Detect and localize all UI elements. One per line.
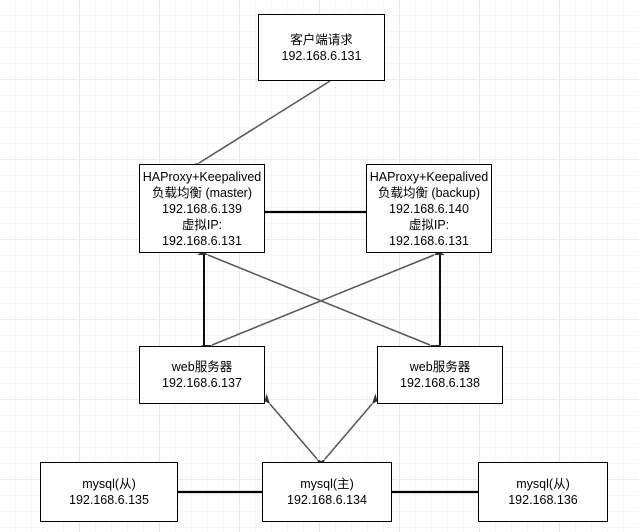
web-server-138[interactable]: web服务器 192.168.6.138: [377, 346, 503, 404]
lb-backup-line-4: 虚拟IP:: [408, 217, 450, 232]
client-request[interactable]: 客户端请求 192.168.6.131: [258, 14, 385, 81]
mysql-slave-135[interactable]: mysql(从) 192.168.6.135: [40, 462, 178, 522]
lb-master-line-4: 虚拟IP:: [181, 217, 223, 232]
web-right-line-2: 192.168.6.138: [400, 376, 480, 390]
lb-master-line-3: 192.168.6.139: [162, 201, 242, 216]
lb-backup-line-5: 192.168.6.131: [389, 233, 469, 248]
link-web-right-to-mysql-master: [315, 393, 382, 470]
lb-backup-line-2: 负载均衡 (backup): [377, 185, 481, 200]
lb-backup-line-3: 192.168.6.140: [389, 201, 469, 216]
mysql-slave-left-line-2: 192.168.6.135: [69, 493, 149, 507]
mysql-slave-right-line-1: mysql(从): [516, 477, 570, 491]
mysql-master-line-2: 192.168.6.134: [287, 493, 367, 507]
link-master-to-web-right: [196, 247, 442, 353]
lb-backup-line-1: HAProxy+Keepalived: [369, 169, 489, 184]
haproxy-keepalived-backup[interactable]: HAProxy+Keepalived 负载均衡 (backup) 192.168…: [366, 164, 492, 253]
web-left-line-2: 192.168.6.137: [162, 376, 242, 390]
client-request-line-2: 192.168.6.131: [281, 48, 362, 63]
link-web-left-to-mysql-master: [260, 393, 327, 470]
link-master-to-client: [188, 72, 341, 172]
mysql-master-line-1: mysql(主): [300, 477, 354, 491]
haproxy-keepalived-master[interactable]: HAProxy+Keepalived 负载均衡 (master) 192.168…: [139, 164, 265, 253]
lb-master-line-1: HAProxy+Keepalived: [142, 169, 262, 184]
mysql-slave-right-line-2: 192.168.136: [508, 493, 578, 507]
lb-master-line-2: 负载均衡 (master): [151, 185, 252, 200]
web-right-line-1: web服务器: [409, 360, 471, 374]
client-request-line-1: 客户端请求: [290, 32, 353, 47]
mysql-slave-left-line-1: mysql(从): [82, 477, 136, 491]
web-left-line-1: web服务器: [171, 360, 233, 374]
lb-master-line-5: 192.168.6.131: [162, 233, 242, 248]
mysql-slave-136[interactable]: mysql(从) 192.168.136: [478, 462, 608, 522]
mysql-master-134[interactable]: mysql(主) 192.168.6.134: [262, 462, 392, 522]
web-server-137[interactable]: web服务器 192.168.6.137: [139, 346, 265, 404]
link-backup-to-web-left: [200, 247, 446, 353]
